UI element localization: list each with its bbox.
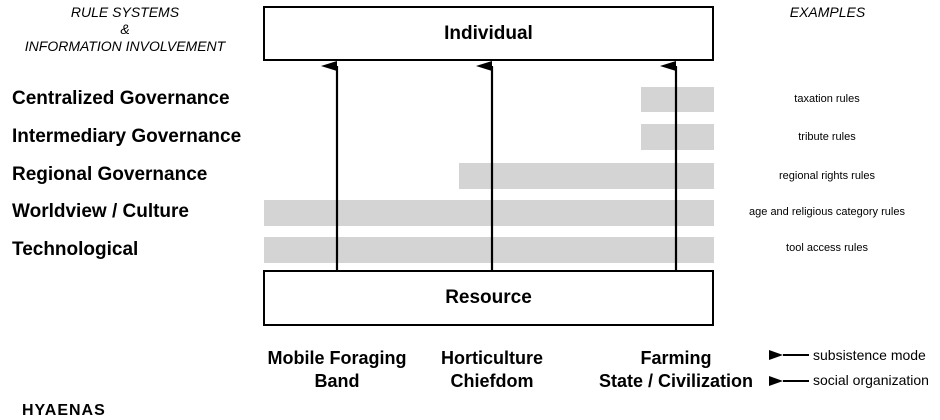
column-farming-state: Farming State / Civilization <box>586 347 766 393</box>
row-label-centralized-governance: Centralized Governance <box>12 88 230 109</box>
legend-subsistence-mode: subsistence mode <box>813 347 926 363</box>
example-tool-access-rules: tool access rules <box>786 242 868 254</box>
bar-technological <box>264 237 714 263</box>
header-line-2: & <box>120 21 130 37</box>
bar-intermediary-governance <box>641 124 714 150</box>
example-taxation-rules: taxation rules <box>794 93 860 105</box>
row-label-intermediary-governance: Intermediary Governance <box>12 126 242 147</box>
row-label-regional-governance: Regional Governance <box>12 164 208 185</box>
examples-header: EXAMPLES <box>789 4 866 20</box>
column-horticulture-chiefdom: Horticulture Chiefdom <box>417 347 567 393</box>
column-social-label: State / Civilization <box>598 371 754 391</box>
column-subsistence-label: Horticulture <box>440 348 543 368</box>
row-label-worldview-culture: Worldview / Culture <box>12 201 190 222</box>
clipped-footer-text: HYAENAS <box>22 402 106 419</box>
rule-systems-header: RULE SYSTEMS & INFORMATION INVOLVEMENT <box>0 4 250 55</box>
example-age-religious-rules: age and religious category rules <box>749 206 905 218</box>
header-line-1: RULE SYSTEMS <box>70 4 180 20</box>
row-label-technological: Technological <box>12 239 139 260</box>
bar-worldview-culture <box>264 200 714 226</box>
column-social-label: Band <box>314 371 360 391</box>
resource-box: Resource <box>263 270 714 326</box>
arrows-overlay <box>321 61 809 386</box>
example-tribute-rules: tribute rules <box>798 131 856 143</box>
bar-regional-governance <box>459 163 714 189</box>
header-line-3: INFORMATION INVOLVEMENT <box>24 38 226 54</box>
column-subsistence-label: Farming <box>640 348 712 368</box>
legend-social-organization: social organization <box>813 372 929 388</box>
individual-box: Individual <box>263 6 714 61</box>
column-social-label: Chiefdom <box>450 371 534 391</box>
example-regional-rights-rules: regional rights rules <box>779 170 875 182</box>
bar-centralized-governance <box>641 87 714 112</box>
column-mobile-foraging-band: Mobile Foraging Band <box>257 347 417 393</box>
column-subsistence-label: Mobile Foraging <box>267 348 407 368</box>
